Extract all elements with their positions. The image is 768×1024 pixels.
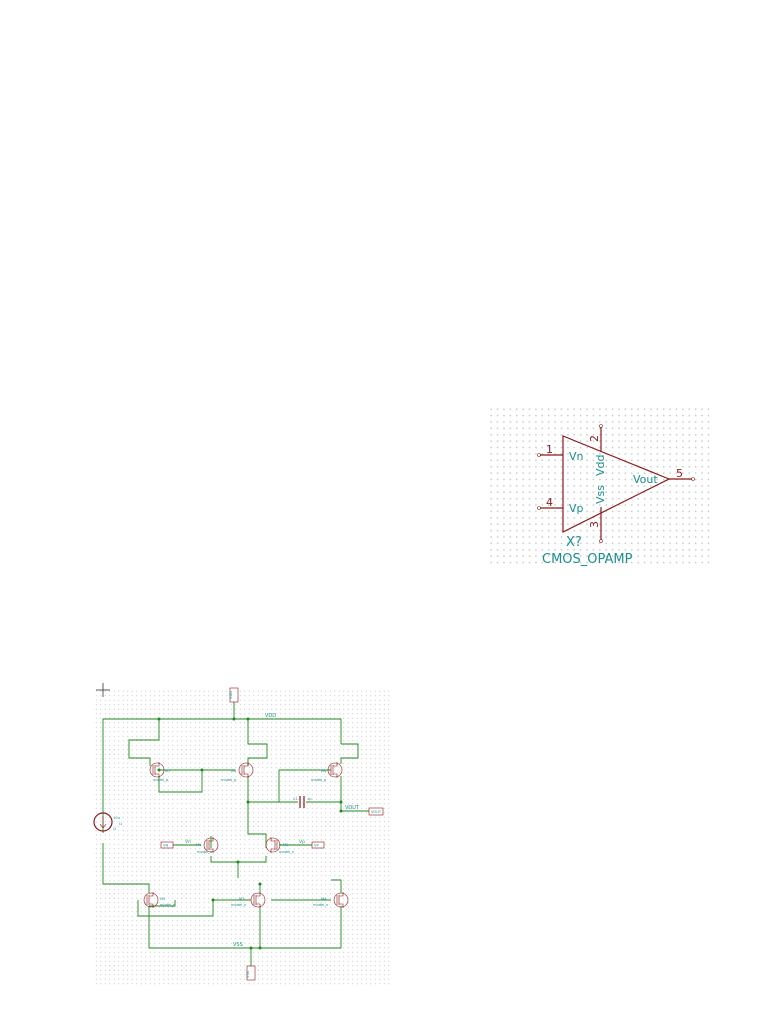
junction-dots bbox=[157, 717, 343, 950]
transistor-m5: M5 model_n bbox=[143, 892, 175, 908]
port-vp-text: VP bbox=[314, 844, 319, 848]
port-vout-text: VOUT bbox=[371, 810, 382, 814]
transistor-m2: M2 model_n bbox=[265, 837, 294, 854]
m4-ref: M4 bbox=[321, 897, 327, 901]
crosshair-cursor-icon bbox=[96, 683, 110, 697]
transistor-m3: M3 model_n bbox=[231, 892, 266, 908]
opamp-triangle bbox=[562, 435, 671, 533]
m8-model: model_p bbox=[221, 778, 237, 782]
net-label-vss: VSS bbox=[233, 942, 243, 948]
m4-model: model_n bbox=[313, 903, 328, 907]
net-label-vn: Vn bbox=[185, 839, 191, 845]
capacitor-c1: C1 1p bbox=[293, 796, 312, 808]
port-vout: VOUT bbox=[368, 807, 384, 816]
pin-2-number: 2 bbox=[588, 435, 601, 442]
net-label-vdd: VDD bbox=[265, 713, 276, 719]
m7-ref: M7 bbox=[165, 769, 170, 773]
transistor-m1: M1 model_n bbox=[196, 837, 219, 854]
m6-model: model_p bbox=[311, 778, 327, 782]
m2-model: model_n bbox=[279, 850, 294, 854]
pin-3-number: 3 bbox=[588, 521, 601, 528]
m1-ref: M1 bbox=[196, 843, 201, 847]
schematic-wires bbox=[102, 702, 369, 966]
pin-2-end bbox=[599, 424, 603, 428]
opamp-symbol-panel: 1 4 2 3 5 Vn Vp Vdd Vss Vout X? CMOS_OPA… bbox=[486, 404, 712, 568]
net-label-vout: VOUT bbox=[345, 805, 360, 811]
source-value: 10u bbox=[113, 816, 120, 820]
transistor-m6: M6 model_p bbox=[311, 762, 343, 782]
source-pin-note: I1 bbox=[113, 827, 116, 831]
m5-ref: M5 bbox=[160, 897, 165, 901]
m2-ref: M2 bbox=[283, 843, 288, 847]
pin-name-vss: Vss bbox=[594, 485, 607, 504]
pin-name-vn: Vn bbox=[569, 450, 584, 463]
m3-ref: M3 bbox=[239, 897, 244, 901]
pin-name-vdd: Vdd bbox=[594, 455, 607, 477]
port-vp: VP bbox=[311, 841, 325, 849]
pin-1-number: 1 bbox=[546, 443, 553, 456]
port-vn-text: VN bbox=[163, 844, 168, 848]
pin-1-end bbox=[537, 453, 541, 457]
transistor-m8: M8 model_p bbox=[221, 762, 254, 782]
port-vss-text: VSS bbox=[246, 970, 250, 978]
m6-ref: M6 bbox=[321, 769, 327, 773]
port-vdd: VDD bbox=[229, 687, 239, 703]
pin-name-vp: Vp bbox=[569, 502, 584, 515]
m7-model: model_p bbox=[153, 778, 169, 782]
current-source-i1: 10u I1 I1 bbox=[93, 812, 122, 832]
m5-model: model_n bbox=[160, 903, 175, 907]
pin-3-end bbox=[599, 539, 603, 543]
opamp-schematic-panel: M7 model_p M8 model_p M6 model_p bbox=[93, 683, 390, 986]
port-vn: VN bbox=[160, 841, 174, 849]
transistor-m7: M7 model_p bbox=[149, 762, 170, 782]
opamp-symbol-drawing: 1 4 2 3 5 Vn Vp Vdd Vss Vout X? CMOS_OPA… bbox=[537, 424, 695, 567]
port-vss: VSS bbox=[246, 965, 256, 981]
component-reference: X? bbox=[566, 535, 582, 550]
port-vdd-text: VDD bbox=[229, 691, 233, 699]
pin-4-number: 4 bbox=[546, 496, 553, 509]
m8-ref: M8 bbox=[231, 769, 237, 773]
pin-4-end bbox=[537, 506, 541, 510]
net-label-vp: Vp bbox=[299, 839, 305, 845]
pin-5-end bbox=[691, 477, 695, 481]
component-value: CMOS_OPAMP bbox=[542, 552, 633, 567]
source-ref: I1 bbox=[119, 822, 122, 826]
pin-5-number: 5 bbox=[676, 467, 683, 480]
m1-model: model_n bbox=[197, 850, 212, 854]
capacitor-ref: C1 bbox=[293, 797, 298, 801]
capacitor-value: 1p bbox=[307, 797, 312, 801]
transistor-m4: M4 model_n bbox=[313, 892, 349, 908]
m3-model: model_n bbox=[231, 903, 246, 907]
pin-name-vout: Vout bbox=[633, 473, 658, 486]
opamp-schematic-drawing: M7 model_p M8 model_p M6 model_p bbox=[93, 683, 384, 981]
